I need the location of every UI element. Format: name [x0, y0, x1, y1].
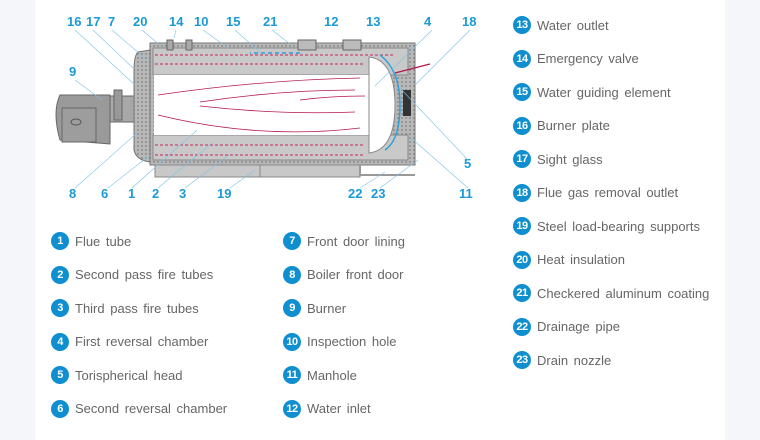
number-badge: 6: [51, 399, 69, 418]
legend-item: 23 Drain nozzle: [513, 350, 611, 370]
number-badge: 14: [513, 49, 531, 68]
legend-label: Torispherical head: [75, 367, 183, 383]
number-badge: 21: [513, 284, 531, 302]
legend-item: 14 Emergency valve: [513, 49, 639, 69]
callout-1: 1: [128, 186, 135, 201]
legend-item: 4 First reversal chamber: [51, 332, 208, 352]
callout-11: 11: [459, 186, 473, 201]
number-badge: 12: [283, 399, 301, 418]
callout-20: 20: [133, 14, 147, 29]
number-badge: 20: [513, 250, 531, 269]
legend-item: 1 Flue tube: [51, 231, 131, 251]
flame: [157, 63, 431, 133]
callout-9: 9: [69, 64, 76, 79]
legend-item: 9 Burner: [283, 298, 346, 318]
legend-label: Flue gas removal outlet: [537, 185, 679, 200]
callout-14: 14: [169, 14, 184, 29]
legend-item: 7 Front door lining: [283, 231, 405, 251]
callout-12: 12: [324, 14, 338, 29]
legend-item: 22 Drainage pipe: [513, 317, 620, 337]
callout-labels: 16 17 7 20 14 10 15 21 12 13 4 18 9 5 8 …: [67, 14, 476, 201]
legend-label: Front door lining: [307, 233, 405, 249]
callout-8: 8: [69, 186, 76, 201]
callout-15: 15: [226, 14, 240, 29]
number-badge: 10: [283, 332, 301, 351]
legend-item: 17 Sight glass: [513, 149, 603, 169]
number-badge: 3: [51, 299, 69, 317]
legend-label: Sight glass: [537, 151, 603, 167]
legend-item: 3 Third pass fire tubes: [51, 298, 199, 318]
legend-item: 15 Water guiding element: [513, 82, 671, 102]
callout-2: 2: [152, 186, 159, 201]
callout-23: 23: [371, 186, 385, 201]
legend-item: 6 Second reversal chamber: [51, 399, 227, 419]
callout-13: 13: [366, 14, 380, 29]
legend-item: 2 Second pass fire tubes: [51, 265, 213, 285]
legend-label: Second pass fire tubes: [75, 267, 214, 282]
legend-label: Flue tube: [75, 233, 132, 249]
legend-label: Drainage pipe: [537, 319, 620, 334]
leader-lines: [74, 29, 471, 189]
callout-7: 7: [108, 14, 115, 29]
legend-item: 5 Torispherical head: [51, 365, 183, 385]
number-badge: 8: [283, 265, 301, 284]
legend-label: Inspection hole: [307, 334, 397, 349]
callout-5: 5: [464, 156, 471, 171]
number-badge: 7: [283, 232, 301, 250]
legend-label: Drain nozzle: [537, 352, 612, 368]
legend-item: 10 Inspection hole: [283, 332, 396, 352]
legend-label: Steel load-bearing supports: [537, 218, 700, 234]
number-badge: 23: [513, 351, 531, 369]
callout-10: 10: [194, 14, 208, 29]
legend-item: 19 Steel load-bearing supports: [513, 216, 700, 236]
legend-label: First reversal chamber: [75, 334, 209, 349]
callout-18: 18: [462, 14, 476, 29]
legend-label: Third pass fire tubes: [75, 300, 199, 316]
boiler-shell: [133, 39, 416, 178]
callout-4: 4: [424, 14, 432, 29]
legend-label: Emergency valve: [537, 51, 639, 66]
legend-label: Burner: [307, 300, 347, 316]
legend-item: 16 Burner plate: [513, 116, 610, 136]
callout-6: 6: [101, 186, 108, 201]
number-badge: 22: [513, 317, 531, 336]
callout-3: 3: [179, 186, 186, 201]
number-badge: 15: [513, 83, 531, 101]
legend-label: Checkered aluminum coating: [537, 285, 710, 301]
number-badge: 9: [283, 299, 301, 317]
callout-22: 22: [348, 186, 362, 201]
legend-label: Second reversal chamber: [75, 401, 228, 416]
legend-item: 13 Water outlet: [513, 15, 609, 35]
legend-item: 11 Manhole: [283, 365, 357, 385]
legend-label: Water outlet: [537, 17, 609, 33]
number-badge: 2: [51, 265, 69, 284]
number-badge: 4: [51, 332, 69, 351]
callout-17: 17: [86, 14, 100, 29]
number-badge: 17: [513, 150, 531, 168]
legend-label: Boiler front door: [307, 267, 404, 282]
legend-item: 12 Water inlet: [283, 399, 371, 419]
legend-item: 21 Checkered aluminum coating: [513, 283, 709, 303]
callout-16: 16: [67, 14, 81, 29]
legend-item: 20 Heat insulation: [513, 250, 625, 270]
legend-label: Water guiding element: [537, 84, 671, 100]
number-badge: 18: [513, 183, 531, 202]
number-badge: 16: [513, 116, 531, 135]
number-badge: 11: [283, 366, 301, 384]
legend-label: Water inlet: [307, 401, 371, 416]
legend-item: 8 Boiler front door: [283, 265, 404, 285]
legend-label: Manhole: [307, 367, 357, 383]
boiler-diagram: 16 17 7 20 14 10 15 21 12 13 4 18 9 5 8 …: [55, 14, 476, 201]
water-flow-arrows: [250, 52, 401, 151]
callout-19: 19: [217, 186, 231, 201]
callout-21: 21: [263, 14, 277, 29]
legend-label: Burner plate: [537, 118, 610, 133]
number-badge: 5: [51, 366, 69, 384]
number-badge: 13: [513, 16, 531, 34]
number-badge: 1: [51, 232, 69, 250]
legend-label: Heat insulation: [537, 252, 625, 267]
number-badge: 19: [513, 217, 531, 235]
legend-item: 18 Flue gas removal outlet: [513, 183, 678, 203]
